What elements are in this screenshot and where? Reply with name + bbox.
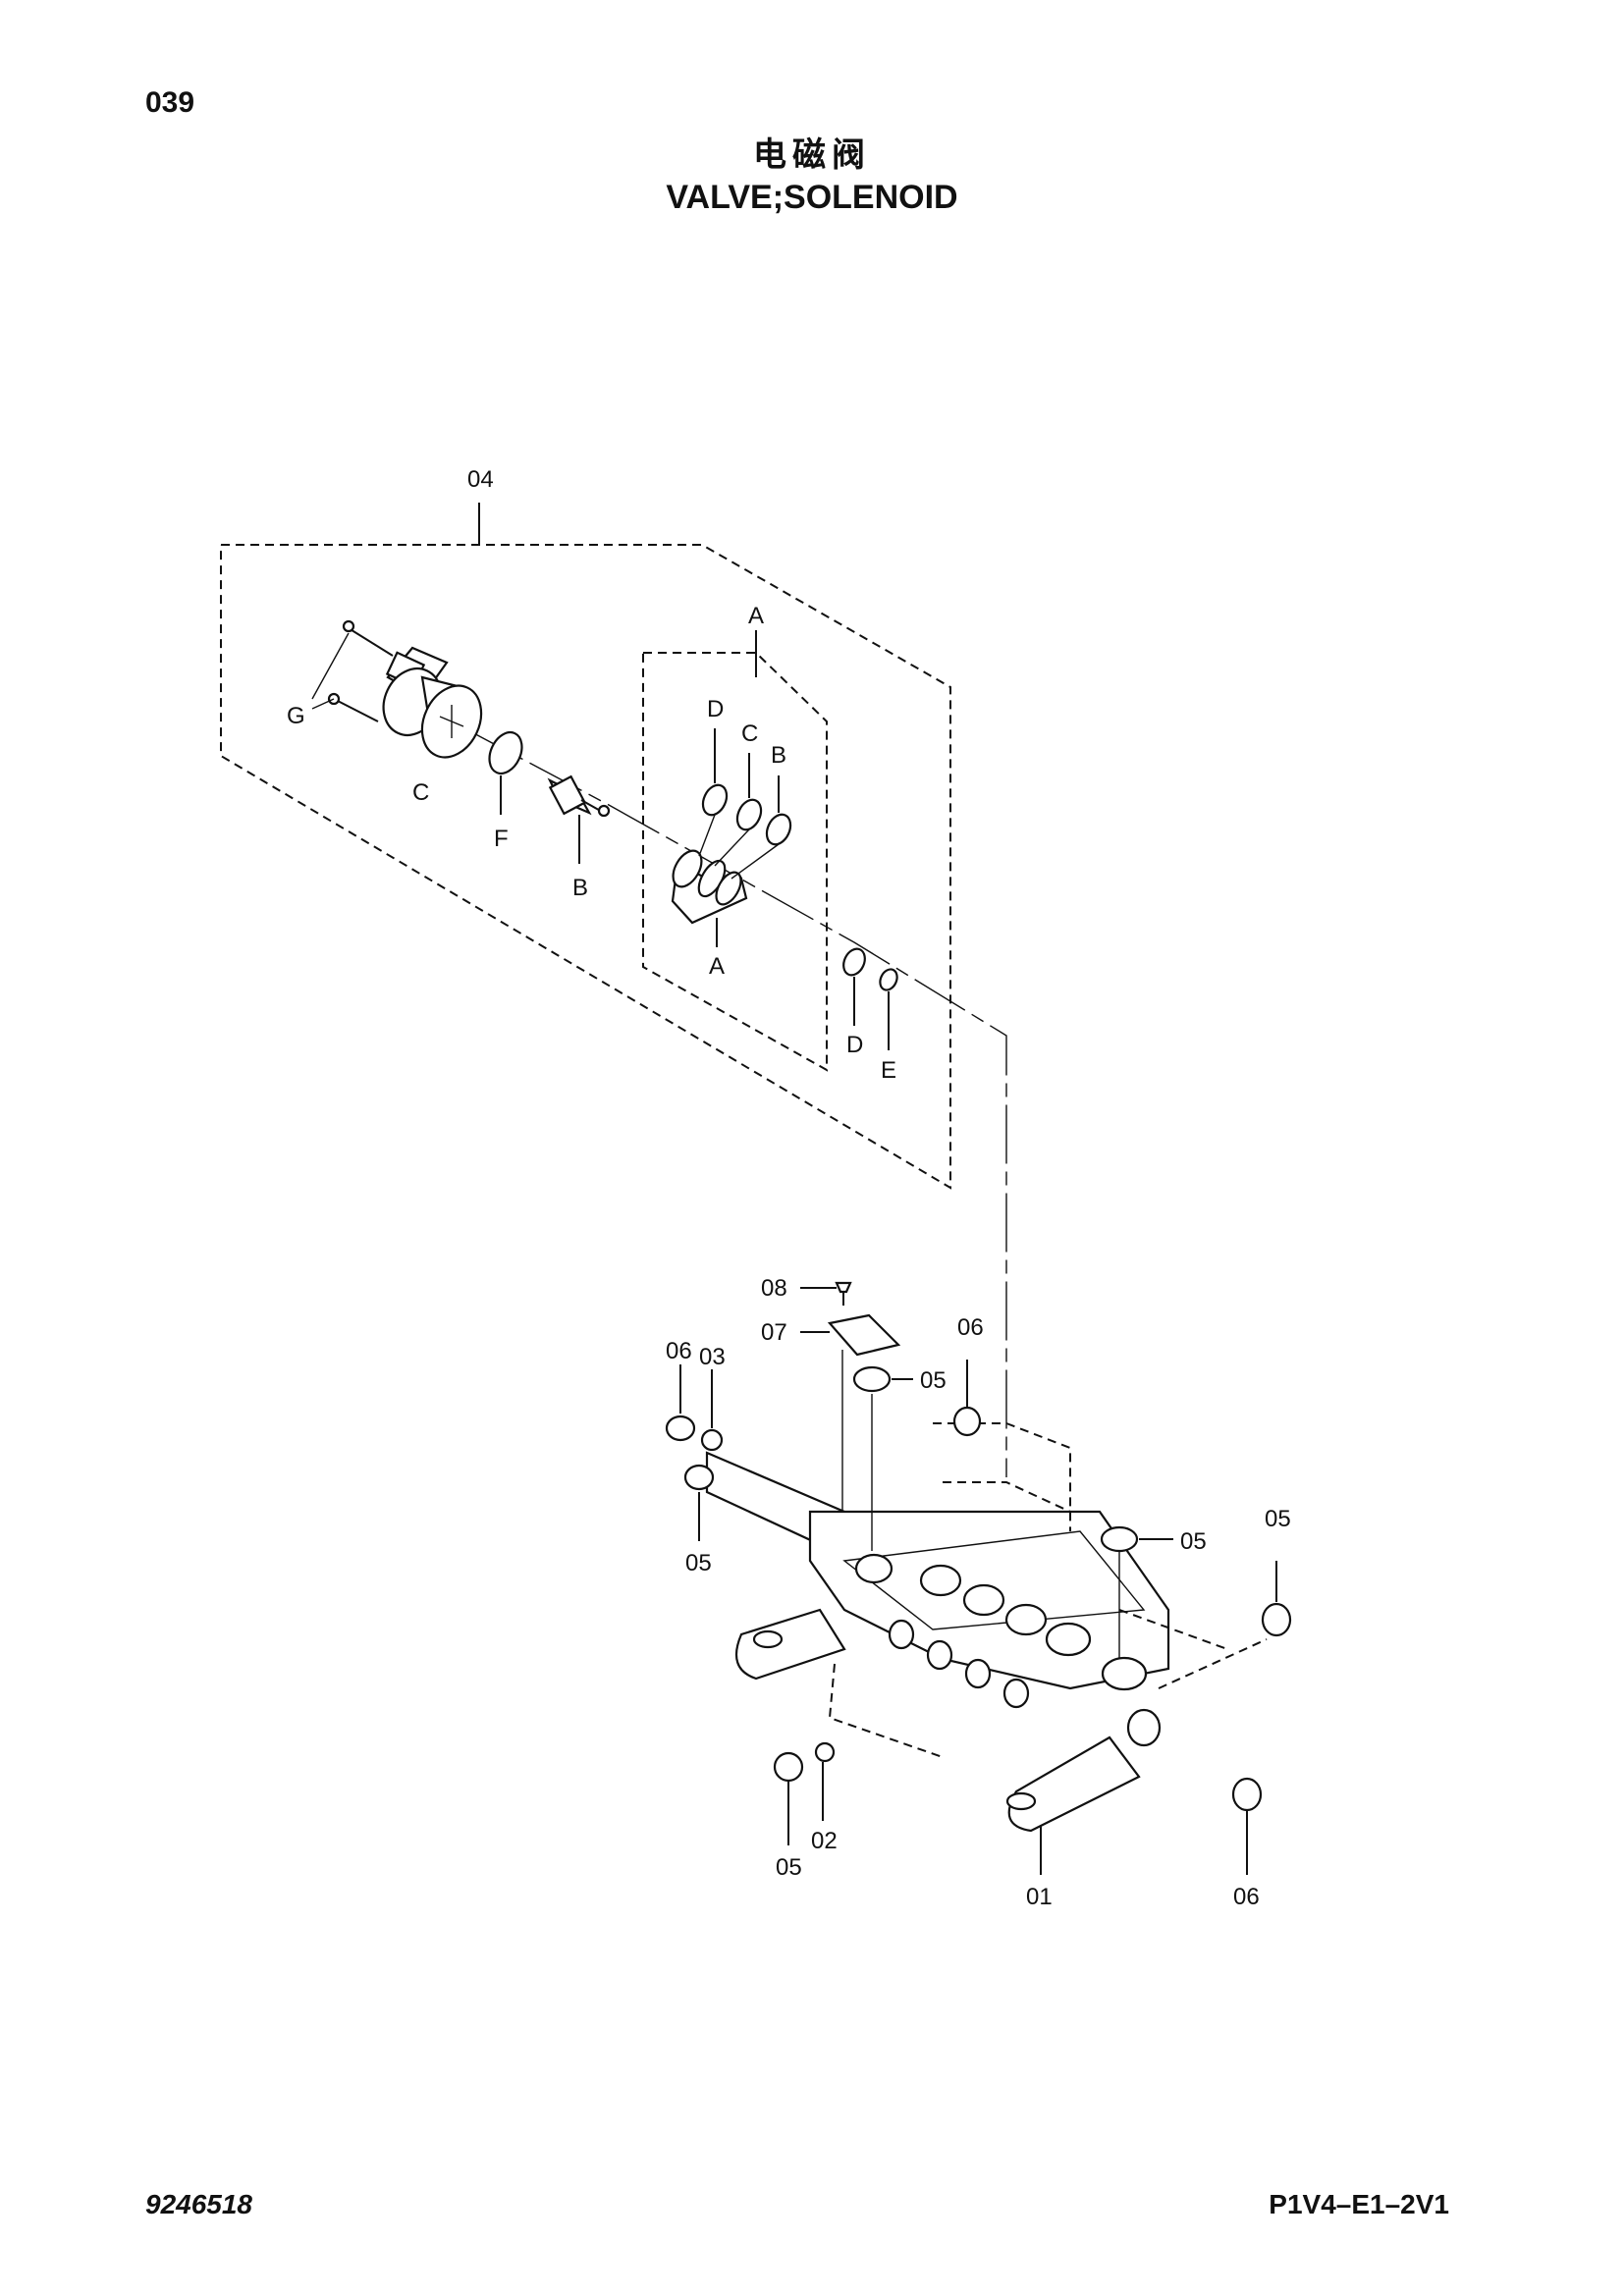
callout-08: 08	[761, 1275, 787, 1302]
o-ring-c-upper	[735, 798, 763, 831]
callout-03: 03	[699, 1344, 726, 1370]
callout-05-far-right: 05	[1265, 1506, 1291, 1532]
callout-d-lower: D	[846, 1032, 863, 1058]
valve-body-01	[705, 1451, 1170, 1875]
callout-f: F	[494, 826, 509, 852]
callout-06-left: 06	[666, 1338, 692, 1364]
callout-e: E	[881, 1057, 896, 1084]
plug-05-bottom	[773, 1751, 804, 1845]
o-ring-f	[488, 730, 523, 775]
callout-02: 02	[811, 1828, 838, 1854]
callout-05-top: 05	[920, 1367, 947, 1394]
title-english: VALVE;SOLENOID	[666, 179, 958, 216]
callout-c-inner: C	[741, 721, 758, 747]
callout-01: 01	[1026, 1884, 1053, 1910]
callout-c-left: C	[412, 779, 429, 806]
assembly-04-boundary	[220, 503, 951, 1190]
plug-05-top	[852, 1365, 913, 1551]
page-number: 039	[145, 86, 195, 119]
plate-07	[800, 1313, 901, 1522]
plug-05-left	[683, 1464, 715, 1541]
callout-05-left: 05	[685, 1550, 712, 1576]
screw-08	[800, 1281, 852, 1306]
callout-a-top: A	[748, 603, 764, 629]
callout-06-top: 06	[957, 1314, 984, 1341]
ring-e	[879, 968, 898, 991]
callout-07: 07	[761, 1319, 787, 1346]
callout-d-inner: D	[707, 696, 724, 722]
plug-05-far-right	[1261, 1561, 1292, 1637]
callout-g: G	[287, 703, 305, 729]
callout-b-lower: B	[572, 875, 588, 901]
callout-a-bottom: A	[709, 953, 725, 980]
callout-b-inner: B	[771, 742, 786, 769]
callout-05-bottom: 05	[776, 1854, 802, 1881]
ring-d-lower	[842, 947, 866, 977]
document-number: 9246518	[145, 2189, 253, 2219]
callout-06-bottom: 06	[1233, 1884, 1260, 1910]
sleeve-a	[671, 849, 748, 947]
bolt-g	[311, 619, 394, 722]
plug-06-left	[665, 1364, 696, 1442]
plug-03	[700, 1369, 724, 1452]
plug-06-bottom	[1231, 1777, 1263, 1875]
o-ring-d-upper	[701, 783, 729, 817]
o-ring-b-upper	[765, 813, 792, 846]
plug-06-top	[952, 1360, 982, 1437]
solenoid-coil-c	[382, 646, 483, 759]
plunger-b	[547, 774, 611, 864]
plug-05-right	[1100, 1525, 1173, 1659]
page-code: P1V4–E1–2V1	[1269, 2189, 1449, 2219]
callout-05-right: 05	[1180, 1528, 1207, 1555]
callout-04: 04	[467, 466, 494, 493]
plug-02	[814, 1741, 836, 1821]
title-chinese: 电磁阀	[753, 135, 871, 175]
subassembly-a-boundary	[642, 630, 828, 1072]
